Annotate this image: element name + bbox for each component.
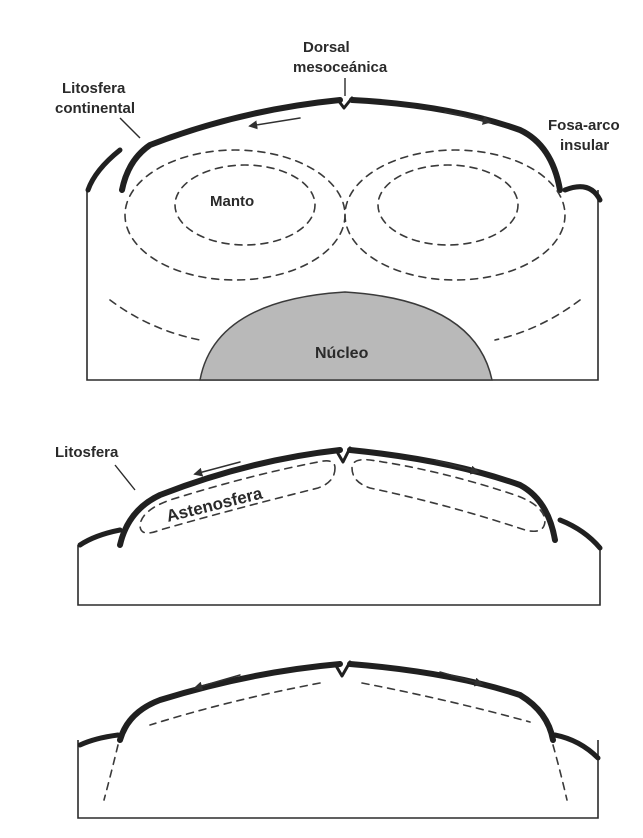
slab-sinking-right (553, 745, 567, 800)
return-flow-left (150, 683, 320, 725)
lithosphere-right-2 (350, 450, 555, 540)
panel-asthenosphere: Litosfera Astenosfera (55, 444, 600, 605)
convection-cell-right (345, 150, 565, 280)
mantle-flow-lower-left (110, 300, 200, 340)
asthenosphere-cell-right (352, 460, 545, 532)
panel-slab-flow (78, 662, 598, 818)
lithosphere-right (352, 100, 560, 190)
label-trench-line2: insular (560, 137, 609, 154)
convection-cell-right-inner (378, 165, 518, 245)
label-mantle: Manto (210, 193, 254, 210)
label-ridge-line2: mesoceánica (293, 59, 388, 76)
island-arc-right (565, 187, 600, 200)
continental-block-left-2 (80, 530, 120, 545)
label-continental-lithosphere-line2: continental (55, 100, 135, 117)
island-arc-right-3 (555, 735, 598, 758)
panel-middle-outline (78, 545, 600, 605)
core-dome (200, 292, 492, 380)
leader-lithosphere (115, 465, 135, 490)
mantle-flow-lower-right (495, 300, 580, 340)
convection-cell-left (125, 150, 345, 280)
leader-continental-lithosphere (120, 118, 140, 138)
lithosphere-left (122, 100, 340, 190)
label-lithosphere: Litosfera (55, 444, 119, 461)
label-core: Núcleo (315, 345, 369, 362)
plate-motion-arrow-left (250, 118, 300, 126)
label-trench-line1: Fosa-arco (548, 117, 620, 134)
island-arc-right-2 (560, 520, 600, 548)
slab-sinking-left (104, 745, 118, 800)
label-ridge-line1: Dorsal (303, 39, 350, 56)
panel-bottom-outline (78, 740, 598, 818)
panel-mantle-convection: Dorsal mesoceánica Litosfera continental… (55, 39, 620, 380)
label-continental-lithosphere-line1: Litosfera (62, 80, 126, 97)
continental-block-left-3 (80, 735, 118, 745)
continental-block-left (88, 150, 120, 190)
